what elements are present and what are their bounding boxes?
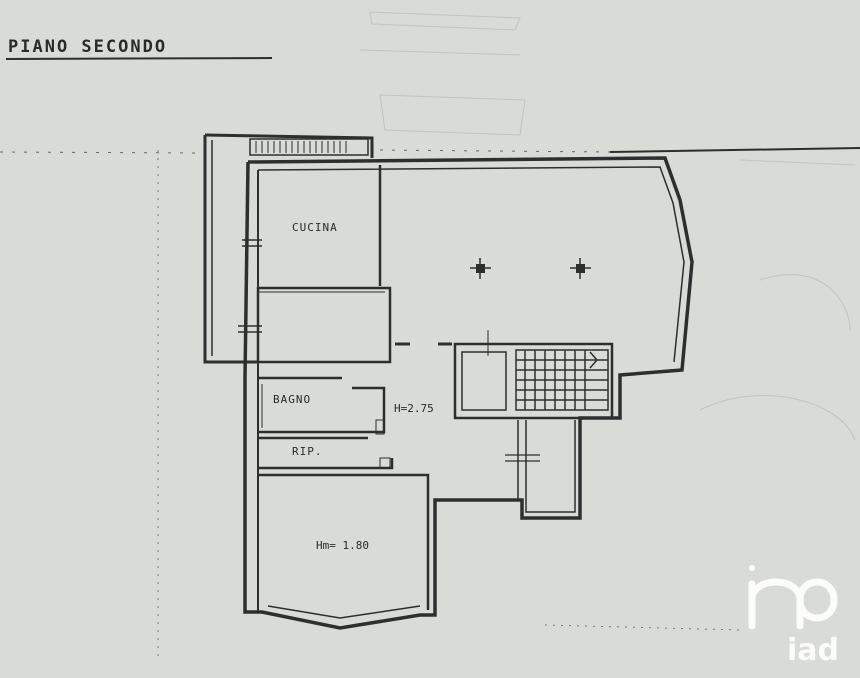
storage-walls	[258, 436, 394, 470]
living-room-walls	[258, 473, 430, 610]
bathroom-walls	[258, 376, 386, 434]
walls	[203, 133, 694, 630]
title-underline	[5, 57, 273, 60]
left-balcony	[203, 135, 258, 364]
paper-smudges	[359, 11, 856, 441]
stair-treads	[515, 349, 609, 411]
boundary-line	[609, 147, 860, 153]
room-label-kitchen: CUCINA	[292, 221, 338, 234]
ceiling-light-1	[470, 258, 491, 279]
height-note: H=2.75	[394, 402, 434, 415]
room-label-bathroom: BAGNO	[273, 393, 311, 406]
plan-title: PIANO SECONDO	[8, 37, 167, 57]
top-balcony	[204, 133, 374, 158]
room-label-storage: RIP.	[292, 445, 323, 458]
iad-wordmark: iad	[787, 633, 839, 668]
bay-window	[267, 605, 421, 619]
boundary-dashes-2	[379, 149, 611, 153]
room-label-living-height: Hm= 1.80	[316, 539, 369, 552]
outer-wall	[243, 156, 694, 630]
ceiling-light-2	[570, 258, 591, 279]
stair-core	[453, 342, 614, 420]
iad-logo	[748, 565, 838, 630]
guide-line-bottom	[544, 624, 741, 631]
